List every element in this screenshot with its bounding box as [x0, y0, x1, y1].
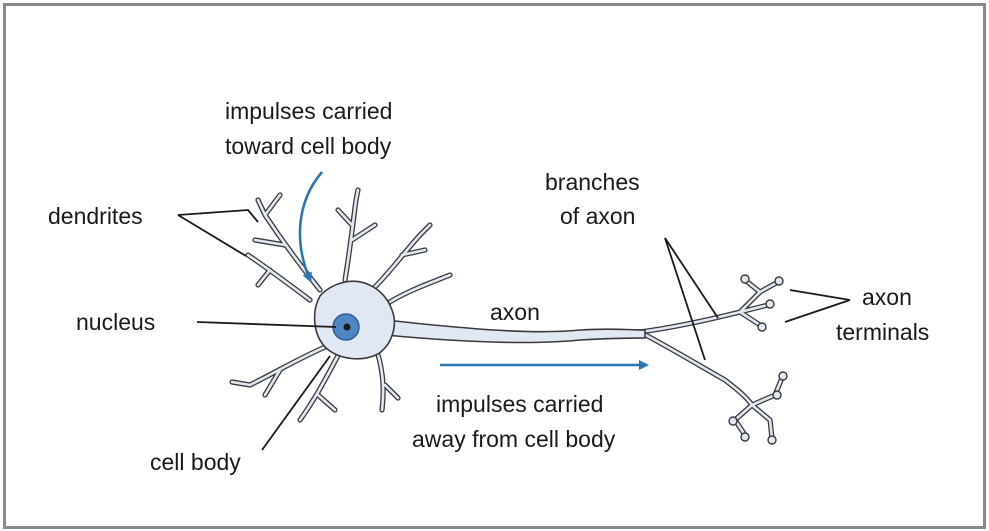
label-branches-1: branches	[545, 169, 640, 195]
leader-lines	[177, 209, 851, 451]
label-dendrites: dendrites	[48, 203, 143, 229]
axon-graphic	[384, 319, 646, 344]
axon-branches-graphic	[637, 277, 785, 441]
axon-terminals-graphic	[728, 274, 788, 445]
label-impulses-toward-2: toward cell body	[225, 133, 392, 159]
label-axon-terminals-1: axon	[862, 284, 912, 310]
dendrites-fill	[230, 188, 452, 422]
label-impulses-away-2: away from cell body	[412, 426, 616, 452]
impulse-toward-arrow	[298, 171, 323, 283]
label-cell-body: cell body	[150, 449, 241, 475]
label-impulses-toward-1: impulses carried	[225, 98, 392, 124]
label-axon-terminals-2: terminals	[836, 319, 929, 345]
label-impulses-away-1: impulses carried	[436, 391, 603, 417]
label-axon: axon	[490, 299, 540, 325]
label-nucleus: nucleus	[76, 309, 155, 335]
label-branches-2: of axon	[560, 203, 635, 229]
diagram-frame	[3, 3, 986, 529]
nucleolus-graphic	[343, 323, 351, 331]
